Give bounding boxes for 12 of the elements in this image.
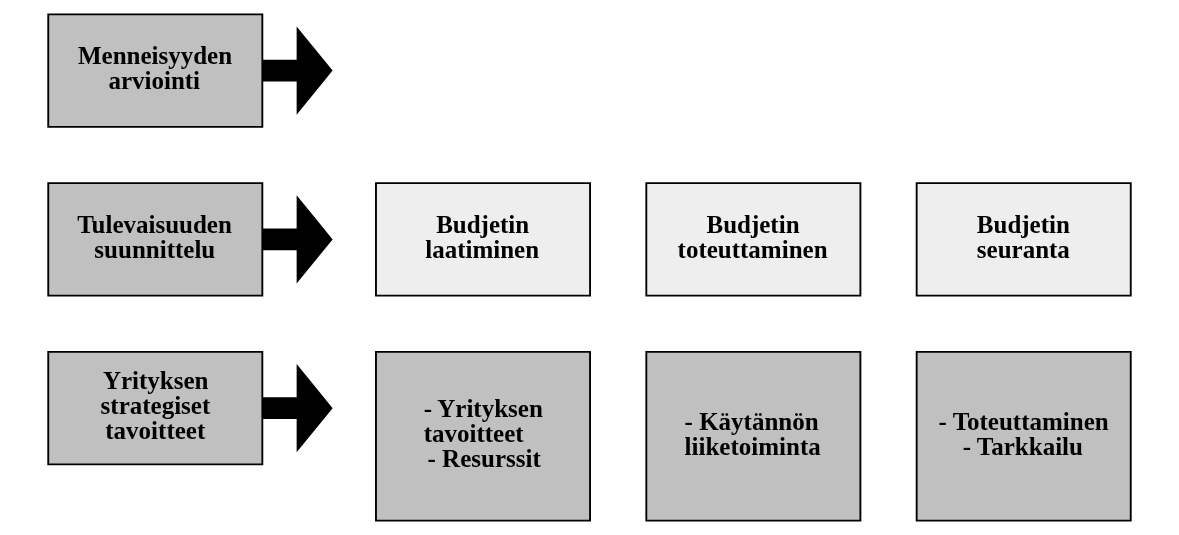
arrow	[262, 26, 333, 115]
arrow	[262, 195, 333, 284]
node-box: - Yrityksen tavoitteet - Resurssit	[375, 350, 591, 522]
node-box: Budjetin laatiminen	[375, 182, 591, 297]
arrow	[262, 364, 333, 453]
node-box: Budjetin seuranta	[915, 182, 1132, 297]
node-box: Tulevaisuuden suunnittelu	[47, 182, 264, 297]
node-box: Yrityksen strategiset tavoitteet	[47, 350, 264, 466]
node-box: Menneisyyden arviointi	[47, 13, 264, 128]
node-box: Budjetin toteuttaminen	[645, 182, 862, 297]
node-box: - Käytännön liiketoiminta	[645, 350, 862, 522]
node-box: - Toteuttaminen - Tarkkailu	[915, 350, 1132, 522]
